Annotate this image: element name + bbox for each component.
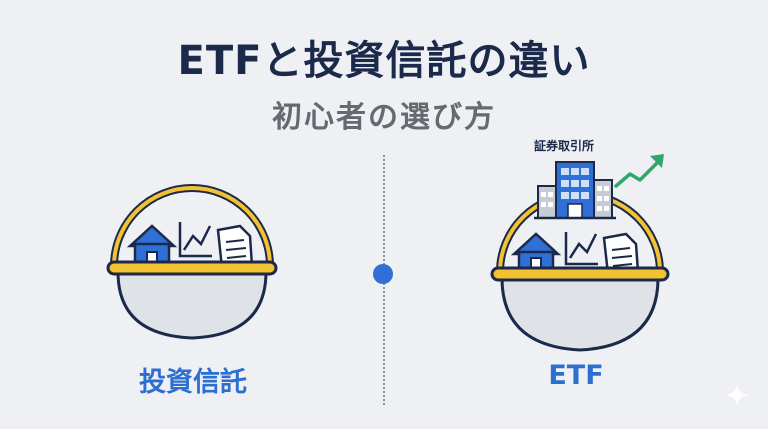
- sparkle-icon: [725, 383, 749, 407]
- mutual-fund-label: 投資信託: [139, 367, 247, 398]
- document-icon: [602, 232, 640, 276]
- exchange-label: 証券取引所: [534, 139, 595, 153]
- etf-label: ETF: [548, 360, 604, 391]
- page-title: ETFと投資信託の違い: [177, 38, 591, 84]
- house-icon: [510, 232, 562, 274]
- building-icon: [534, 161, 616, 220]
- page-subtitle: 初心者の選び方: [272, 100, 496, 135]
- house-icon: [126, 224, 178, 268]
- line-chart-icon: [564, 232, 598, 266]
- trend-up-arrow-icon: [614, 154, 664, 188]
- document-icon: [216, 224, 254, 270]
- line-chart-icon: [178, 222, 212, 258]
- etf-basket: [490, 161, 670, 352]
- mutual-fund-basket: [106, 184, 278, 340]
- divider-dot: [373, 264, 393, 284]
